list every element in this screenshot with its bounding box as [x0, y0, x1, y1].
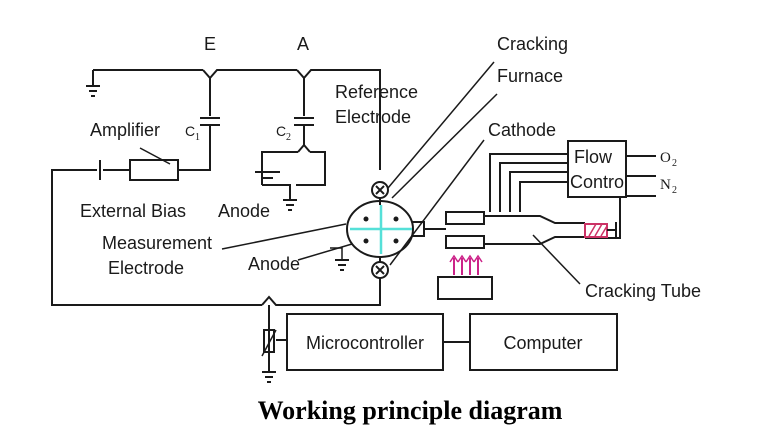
node-label-e: E: [204, 34, 216, 54]
pointer-lines: [221, 61, 498, 271]
diagram-caption: Working principle diagram: [258, 396, 563, 425]
cathode-label: Cathode: [488, 120, 556, 140]
computer-box: [469, 313, 618, 371]
reference-label: Reference: [335, 82, 418, 102]
cracking-label: Cracking: [497, 34, 568, 54]
furnace-label: Furnace: [497, 66, 563, 86]
n2-label: N: [660, 177, 671, 193]
c1-capacitor: [178, 117, 220, 171]
computer-label: Computer: [503, 333, 582, 353]
control-label: Control: [570, 172, 628, 192]
anode-top-label: Anode: [218, 201, 270, 221]
c1-subscript: 1: [195, 132, 200, 143]
o2-label: O: [660, 150, 671, 166]
c2-subscript: 2: [286, 132, 291, 143]
o2-subscript: 2: [672, 158, 677, 169]
c2-capacitor: [261, 117, 326, 186]
anode-bottom-label: Anode: [248, 254, 300, 274]
cracking-assembly: [424, 140, 656, 300]
microcontroller-label: Microcontroller: [306, 333, 424, 353]
amplifier-block: [51, 147, 262, 306]
cracking-tube-label: Cracking Tube: [585, 281, 701, 301]
amplifier-label: Amplifier: [90, 120, 160, 140]
flow-label: Flow: [574, 147, 613, 167]
c1-label: C: [185, 123, 195, 139]
c2-label: C: [276, 123, 286, 139]
reference-electrode-label: Electrode: [335, 107, 411, 127]
anode-top-battery: [255, 171, 297, 211]
measurement-label: Measurement: [102, 233, 212, 253]
detector-chamber: [346, 181, 425, 279]
n2-subscript: 2: [672, 185, 677, 196]
microcontroller-box: [286, 313, 444, 371]
signal-wire: [261, 278, 381, 383]
external-bias-label: External Bias: [80, 201, 186, 221]
node-label-a: A: [297, 34, 309, 54]
measurement-electrode-label: Electrode: [108, 258, 184, 278]
top-bus-wiring: [86, 69, 381, 170]
